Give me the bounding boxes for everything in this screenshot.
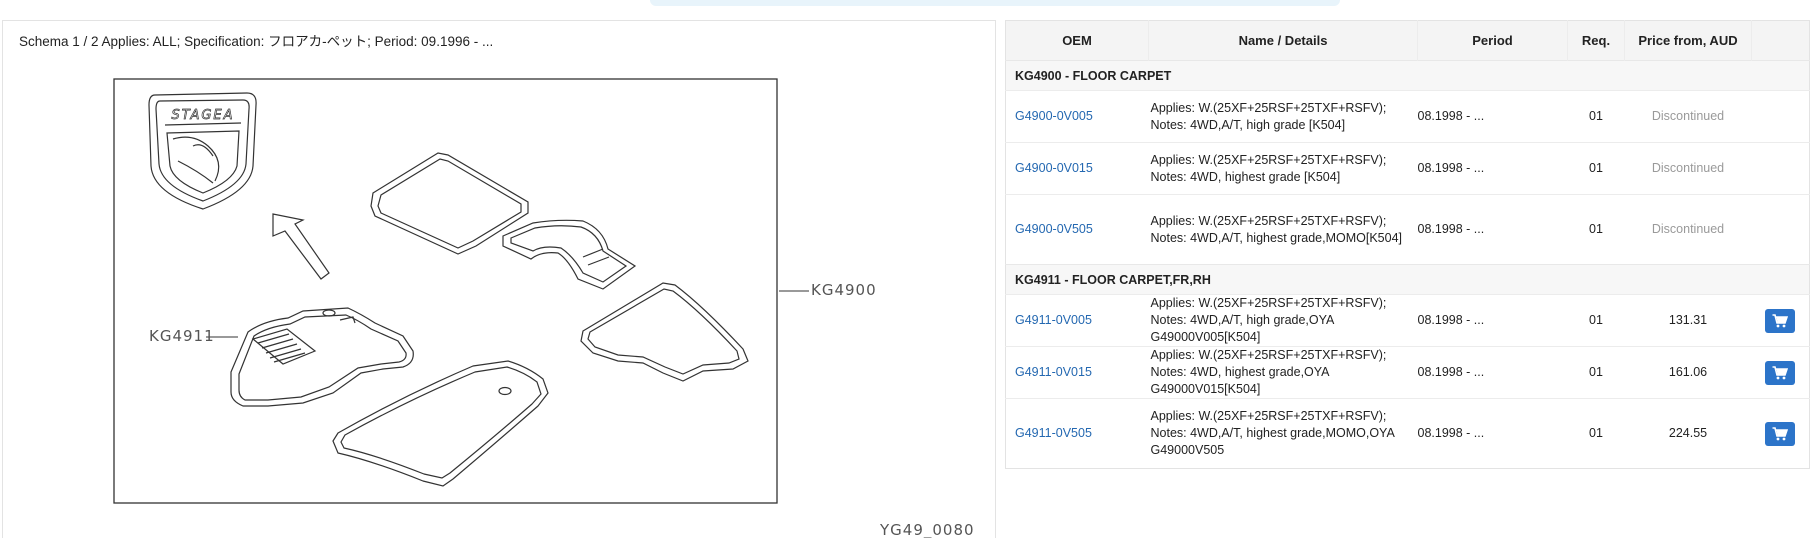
oem-link[interactable]: G4911-0V015: [1015, 365, 1092, 379]
oem-link[interactable]: G4900-0V005: [1015, 109, 1093, 123]
part-price: Discontinued: [1624, 142, 1752, 195]
stagea-emblem: STAGEA: [148, 92, 257, 210]
parts-panel: OEM Name / Details Period Req. Price fro…: [1005, 20, 1810, 469]
oem-link[interactable]: G4900-0V505: [1015, 222, 1093, 236]
header-name: Name / Details: [1148, 20, 1418, 61]
header-req: Req.: [1567, 20, 1625, 61]
shopping-cart-icon: [1772, 313, 1789, 327]
part-period: 08.1998 - ...: [1417, 398, 1568, 469]
drawing-id: YG49_0080: [880, 521, 975, 538]
part-price: 224.55: [1624, 398, 1752, 469]
floor-mat-front-right: [370, 152, 529, 255]
part-req: 01: [1567, 346, 1625, 399]
group-title: KG4911 - FLOOR CARPET,FR,RH: [1005, 264, 1810, 295]
table-row: G4900-0V005 Applies: W.(25XF+25RSF+25TXF…: [1005, 90, 1810, 143]
oem-link[interactable]: G4900-0V015: [1015, 161, 1093, 175]
part-period: 08.1998 - ...: [1417, 142, 1568, 195]
header-price: Price from, AUD: [1624, 20, 1752, 61]
shopping-cart-icon: [1772, 365, 1789, 379]
table-row: G4911-0V505 Applies: W.(25XF+25RSF+25TXF…: [1005, 398, 1810, 469]
emblem-text: STAGEA: [171, 108, 234, 123]
add-to-cart-button[interactable]: [1765, 421, 1796, 446]
oem-link[interactable]: G4911-0V505: [1015, 426, 1092, 440]
table-row: G4911-0V015 Applies: W.(25XF+25RSF+25TXF…: [1005, 346, 1810, 399]
part-req: 01: [1567, 294, 1625, 347]
group-row-kg4911: KG4911 - FLOOR CARPET,FR,RH: [1005, 264, 1810, 295]
group-row-kg4900: KG4900 - FLOOR CARPET: [1005, 60, 1810, 91]
part-req: 01: [1567, 194, 1625, 265]
part-req: 01: [1567, 398, 1625, 469]
part-req: 01: [1567, 142, 1625, 195]
header-period: Period: [1417, 20, 1568, 61]
shopping-cart-icon: [1772, 426, 1789, 440]
schema-panel: Schema 1 / 2 Applies: ALL; Specification…: [2, 20, 996, 538]
part-period: 08.1998 - ...: [1417, 346, 1568, 399]
part-details: Applies: W.(25XF+25RSF+25TXF+RSFV); Note…: [1148, 90, 1418, 143]
top-notice-strip: [650, 0, 1340, 6]
part-details: Applies: W.(25XF+25RSF+25TXF+RSFV); Note…: [1148, 398, 1418, 469]
part-details: Applies: W.(25XF+25RSF+25TXF+RSFV); Note…: [1148, 346, 1418, 399]
part-price: 161.06: [1624, 346, 1752, 399]
table-header-row: OEM Name / Details Period Req. Price fro…: [1005, 20, 1810, 61]
add-to-cart-button[interactable]: [1765, 360, 1796, 385]
diagram-frame: [113, 78, 778, 504]
part-period: 08.1998 - ...: [1417, 294, 1568, 347]
label-kg4911: KG4911: [149, 327, 215, 345]
direction-arrow: [272, 213, 330, 280]
part-price: Discontinued: [1624, 194, 1752, 265]
part-details: Applies: W.(25XF+25RSF+25TXF+RSFV); Note…: [1148, 294, 1418, 347]
oem-link[interactable]: G4911-0V005: [1015, 313, 1092, 327]
parts-diagram: STAGEA: [113, 78, 809, 504]
part-period: 08.1998 - ...: [1417, 90, 1568, 143]
header-actions: [1751, 20, 1810, 61]
floor-mat-front-left: [230, 307, 414, 407]
table-row: G4900-0V505 Applies: W.(25XF+25RSF+25TXF…: [1005, 194, 1810, 265]
table-row: G4911-0V005 Applies: W.(25XF+25RSF+25TXF…: [1005, 294, 1810, 347]
part-price: 131.31: [1624, 294, 1752, 347]
floor-mat-rear-left: [332, 360, 549, 487]
label-kg4900: KG4900: [811, 281, 877, 299]
part-details: Applies: W.(25XF+25RSF+25TXF+RSFV); Note…: [1148, 142, 1418, 195]
part-price: Discontinued: [1624, 90, 1752, 143]
header-oem: OEM: [1005, 20, 1149, 61]
group-title: KG4900 - FLOOR CARPET: [1005, 60, 1810, 91]
table-row: G4900-0V015 Applies: W.(25XF+25RSF+25TXF…: [1005, 142, 1810, 195]
add-to-cart-button[interactable]: [1765, 308, 1796, 333]
part-req: 01: [1567, 90, 1625, 143]
part-details: Applies: W.(25XF+25RSF+25TXF+RSFV); Note…: [1148, 194, 1418, 265]
parts-table: OEM Name / Details Period Req. Price fro…: [1005, 20, 1810, 469]
part-period: 08.1998 - ...: [1417, 194, 1568, 265]
tunnel-cover: [502, 219, 637, 290]
schema-title: Schema 1 / 2 Applies: ALL; Specification…: [19, 34, 494, 49]
floor-mat-rear-right: [580, 282, 749, 382]
